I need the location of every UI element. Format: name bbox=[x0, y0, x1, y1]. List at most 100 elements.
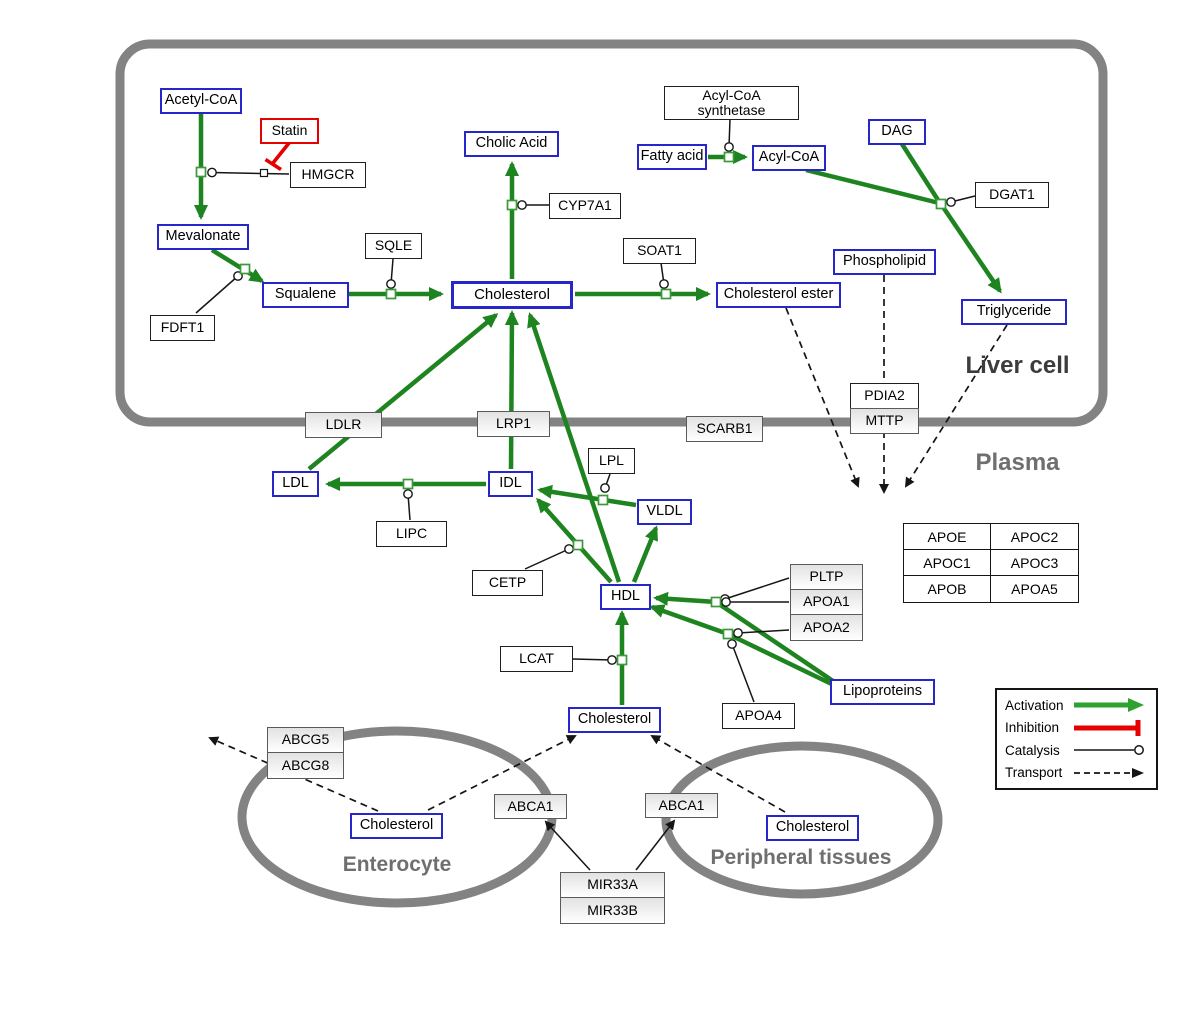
transport-cholesterol-ester-to-plasma bbox=[785, 307, 860, 488]
transport-dashed-arrow-icon bbox=[1074, 767, 1144, 778]
node-cholesterol-plasma[interactable]: Cholesterol bbox=[568, 707, 661, 733]
node-apoa4[interactable]: APOA4 bbox=[722, 703, 795, 729]
node-mevalonate[interactable]: Mevalonate bbox=[157, 224, 249, 250]
node-pdia2[interactable]: PDIA2 bbox=[850, 383, 919, 409]
inhibition-tbar-icon bbox=[1074, 719, 1141, 736]
reaction-node bbox=[722, 628, 734, 640]
node-fdft1[interactable]: FDFT1 bbox=[150, 315, 215, 341]
node-cholesterol-ester[interactable]: Cholesterol ester bbox=[716, 282, 841, 308]
node-cetp[interactable]: CETP bbox=[472, 570, 543, 596]
plasma-label: Plasma bbox=[975, 449, 1060, 476]
catalysis-circle-icon bbox=[1074, 745, 1144, 756]
reaction-node bbox=[723, 151, 735, 163]
node-lrp1[interactable]: LRP1 bbox=[477, 411, 550, 437]
catalysis-circle bbox=[403, 489, 413, 499]
node-hdl[interactable]: HDL bbox=[600, 584, 651, 610]
node-cholesterol-enterocyte[interactable]: Cholesterol bbox=[350, 813, 443, 839]
peripheral-tissues-label: Peripheral tissues bbox=[710, 846, 892, 869]
edge-dgat1-node-to-triglyceride bbox=[941, 205, 1002, 294]
node-ldl[interactable]: LDL bbox=[272, 471, 319, 497]
node-cholic-acid[interactable]: Cholic Acid bbox=[464, 131, 559, 157]
enterocyte-label: Enterocyte bbox=[342, 853, 452, 876]
edge-idl-to-cholesterol-via-lrp1 bbox=[504, 310, 519, 470]
node-dag[interactable]: DAG bbox=[868, 119, 926, 145]
node-vldl[interactable]: VLDL bbox=[637, 499, 692, 525]
node-scarb1[interactable]: SCARB1 bbox=[686, 416, 763, 442]
catalysis-circle bbox=[946, 197, 956, 207]
reaction-node bbox=[660, 288, 672, 300]
node-apoa1[interactable]: APOA1 bbox=[790, 589, 863, 615]
node-mir33a[interactable]: MIR33A bbox=[560, 872, 665, 898]
node-acetyl-coa[interactable]: Acetyl-CoA bbox=[160, 88, 242, 114]
apo-table-cell[interactable]: APOB bbox=[904, 576, 991, 602]
catalysis-circle bbox=[607, 655, 617, 665]
node-phospholipid[interactable]: Phospholipid bbox=[833, 249, 936, 275]
catalysis-circle bbox=[659, 279, 669, 289]
node-acyl-coa-synthetase[interactable]: Acyl-CoA synthetase bbox=[664, 86, 799, 120]
reaction-node bbox=[195, 166, 207, 178]
acyl-coa-synthetase-line1: Acyl-CoA bbox=[702, 86, 761, 103]
catalysis-hmgcr bbox=[211, 171, 290, 175]
reaction-node bbox=[935, 198, 947, 210]
apo-table-cell[interactable]: APOC2 bbox=[991, 524, 1078, 550]
node-abcg5[interactable]: ABCG5 bbox=[267, 727, 344, 753]
reaction-node bbox=[597, 494, 609, 506]
node-mttp[interactable]: MTTP bbox=[850, 408, 919, 434]
catalysis-edges bbox=[195, 118, 976, 871]
legend-row-transport: Transport bbox=[1005, 764, 1148, 782]
node-sqle[interactable]: SQLE bbox=[365, 233, 422, 259]
node-pltp[interactable]: PLTP bbox=[790, 564, 863, 590]
reaction-node bbox=[572, 539, 584, 551]
node-triglyceride[interactable]: Triglyceride bbox=[961, 299, 1067, 325]
node-hmgcr[interactable]: HMGCR bbox=[290, 162, 366, 188]
catalysis-pltp bbox=[724, 577, 790, 600]
node-cholesterol-peripheral[interactable]: Cholesterol bbox=[766, 815, 859, 841]
catalysis-fdft1 bbox=[195, 275, 239, 314]
node-abcg8[interactable]: ABCG8 bbox=[267, 752, 344, 779]
catalysis-circle bbox=[207, 167, 217, 178]
apo-table-cell[interactable]: APOC1 bbox=[904, 550, 991, 576]
node-abca1-peripheral[interactable]: ABCA1 bbox=[645, 793, 718, 818]
node-fatty-acid[interactable]: Fatty acid bbox=[637, 144, 707, 170]
hmgcr-anchor-square bbox=[259, 168, 269, 178]
node-abca1-enterocyte[interactable]: ABCA1 bbox=[494, 794, 567, 819]
node-lipoproteins[interactable]: Lipoproteins bbox=[830, 679, 935, 705]
legend-row-activation: Activation bbox=[1005, 696, 1148, 714]
node-cyp7a1[interactable]: CYP7A1 bbox=[549, 193, 621, 219]
edge-dag-to-dgat1-node bbox=[900, 142, 940, 202]
inhibition-line bbox=[271, 141, 291, 165]
inhibition-tbar bbox=[264, 157, 282, 172]
node-dgat1[interactable]: DGAT1 bbox=[975, 182, 1049, 208]
node-acyl-coa[interactable]: Acyl-CoA bbox=[752, 145, 826, 171]
legend-activation-label: Activation bbox=[1005, 697, 1064, 713]
edge-mevalonate-to-squalene bbox=[210, 248, 265, 283]
edge-acylcoa-to-dgat1-node bbox=[805, 167, 940, 206]
node-lpl[interactable]: LPL bbox=[588, 448, 635, 474]
transport-peripheral-cholesterol-via-abca1 bbox=[650, 735, 786, 813]
apo-table-cell[interactable]: APOE bbox=[904, 524, 991, 550]
node-statin[interactable]: Statin bbox=[260, 118, 319, 144]
node-mir33b[interactable]: MIR33B bbox=[560, 897, 665, 924]
legend-inhibition-label: Inhibition bbox=[1005, 720, 1060, 736]
node-squalene[interactable]: Squalene bbox=[262, 282, 349, 308]
node-lipc[interactable]: LIPC bbox=[376, 521, 447, 547]
transport-enterocyte-cholesterol-via-abca1 bbox=[427, 735, 577, 811]
node-lcat[interactable]: LCAT bbox=[500, 646, 573, 672]
legend: Activation Inhibition Catalysis Transpor… bbox=[995, 688, 1158, 790]
transport-cholesterol-via-abcg5-abcg8 bbox=[208, 736, 379, 812]
node-apoa2[interactable]: APOA2 bbox=[790, 614, 863, 641]
node-idl[interactable]: IDL bbox=[488, 471, 533, 497]
catalysis-circle bbox=[564, 544, 574, 554]
reaction-node bbox=[710, 596, 722, 608]
apo-table-cell[interactable]: APOC3 bbox=[991, 550, 1078, 576]
node-cholesterol-liver[interactable]: Cholesterol bbox=[451, 281, 573, 309]
apo-table-cell[interactable]: APOA5 bbox=[1011, 581, 1058, 597]
node-soat1[interactable]: SOAT1 bbox=[623, 238, 696, 264]
reaction-node bbox=[616, 654, 628, 666]
transport-triglyceride-to-plasma bbox=[904, 324, 1008, 488]
node-ldlr[interactable]: LDLR bbox=[305, 412, 382, 438]
apolipoprotein-table: APOE APOC2 APOC1 APOC3 APOB APOA5 bbox=[903, 523, 1079, 603]
edge-vldl-to-idl bbox=[537, 484, 637, 508]
